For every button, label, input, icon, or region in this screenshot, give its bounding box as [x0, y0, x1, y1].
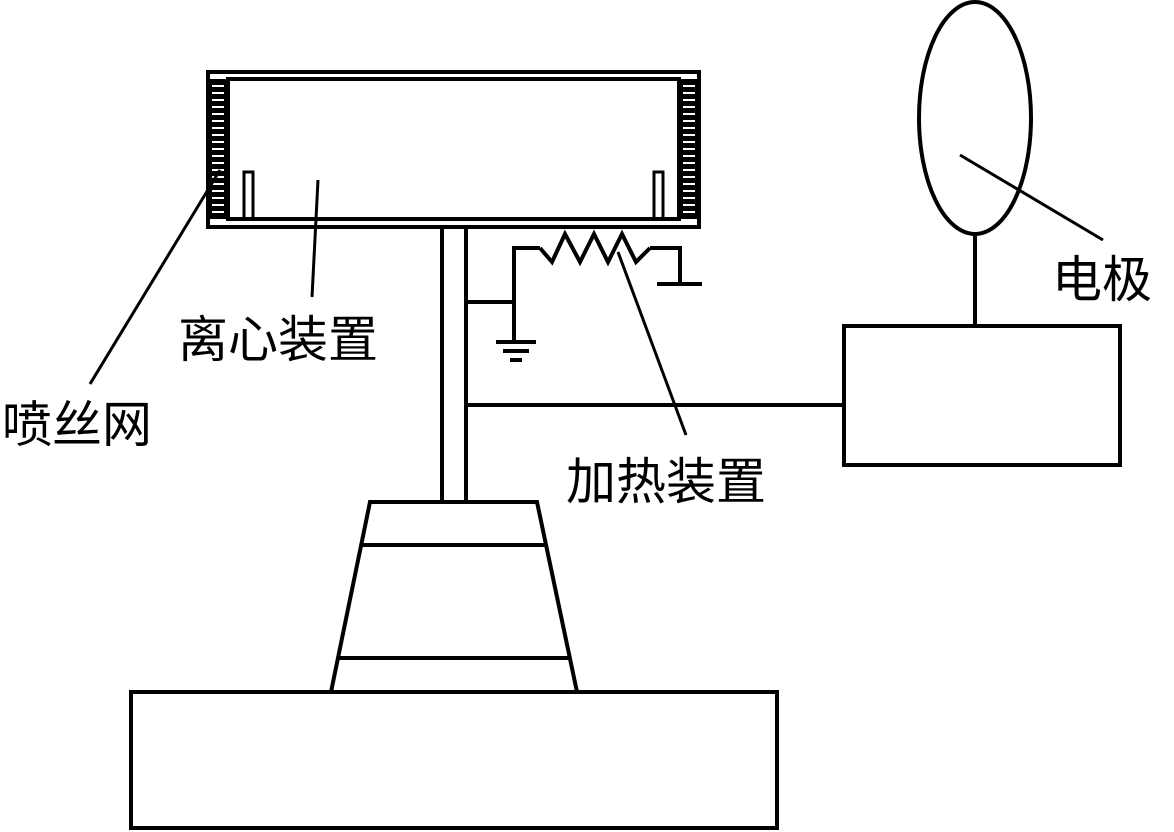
label-heating-device: 加热装置 [566, 453, 766, 511]
label-centrifugal-device: 离心装置 [178, 311, 378, 369]
electrode-ellipse [917, 0, 1033, 236]
chamber-outer-wall [206, 70, 701, 229]
chamber-inner-wall [226, 77, 681, 221]
left-baffle [242, 170, 255, 221]
ground-symbol [496, 302, 536, 362]
leader-electrode [959, 153, 1104, 242]
heater-wire-right [650, 246, 682, 284]
motor-housing [328, 500, 580, 694]
leader-heater [616, 251, 688, 436]
base-platform [129, 690, 779, 830]
label-spinneret-mesh: 喷丝网 [2, 396, 152, 454]
power-supply-box [842, 324, 1122, 467]
heater-wire-left [466, 246, 540, 304]
heater-resistor [538, 229, 652, 267]
leader-centrifugal [310, 179, 320, 298]
rotating-shaft [440, 225, 468, 504]
centrifugal-chamber [206, 70, 701, 229]
label-electrode: 电极 [1052, 251, 1152, 309]
leader-spinneret [88, 169, 222, 385]
mesh-slits [212, 85, 695, 213]
right-baffle [652, 170, 665, 221]
